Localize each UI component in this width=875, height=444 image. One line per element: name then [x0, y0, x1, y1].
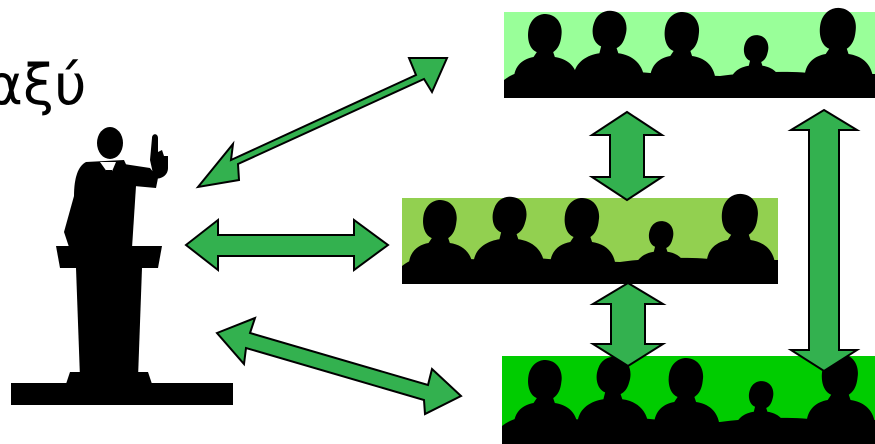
- audience-silhouettes-icon: [402, 193, 778, 284]
- speaker-at-podium-icon: [11, 127, 233, 405]
- arrow-speaker-to-audience-top: [195, 57, 449, 189]
- speaker-shirt-detail: [100, 162, 116, 220]
- diagram-arrows: [184, 57, 861, 416]
- arrow-audience-top-to-bottom: [787, 108, 861, 373]
- audience-silhouettes-icon: [502, 353, 875, 444]
- audience-panel-middle: [402, 193, 778, 284]
- arrow-audience-middle-to-bottom: [589, 281, 667, 368]
- audience-panel-bottom: [502, 353, 875, 444]
- arrow-speaker-to-audience-middle: [184, 217, 390, 273]
- arrow-audience-top-to-middle: [588, 110, 666, 202]
- arrow-speaker-to-audience-bottom: [215, 316, 463, 416]
- audience-silhouettes-icon: [504, 7, 875, 99]
- audience-panel-top: [504, 7, 875, 99]
- slide-title-fragment: αξύ: [0, 53, 87, 118]
